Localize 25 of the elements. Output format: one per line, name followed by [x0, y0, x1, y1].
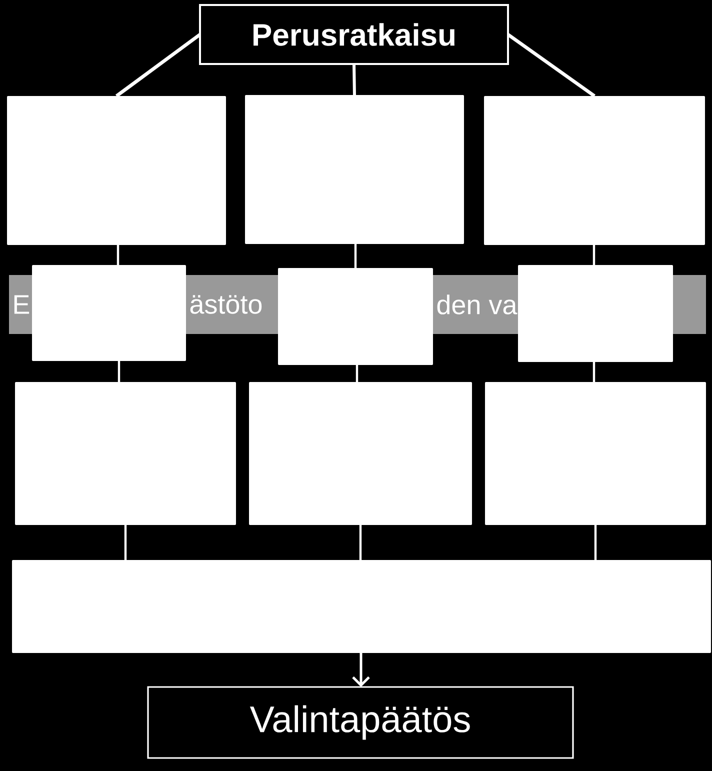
blank-box [12, 560, 711, 653]
heading-box: Perusratkaisu [199, 4, 509, 65]
connector-line [116, 245, 120, 265]
connector-line [594, 525, 597, 560]
blank-box [245, 95, 464, 244]
connector-line [115, 33, 202, 98]
connector-line [124, 525, 127, 560]
blank-box [7, 96, 226, 245]
connector-line [359, 525, 362, 560]
blank-box [518, 265, 673, 362]
connector-line [354, 244, 357, 268]
blank-box [485, 382, 706, 525]
arrow [352, 653, 370, 687]
blank-box [15, 382, 236, 525]
blank-box [484, 96, 705, 245]
blank-box [278, 268, 433, 365]
connector-line [118, 361, 120, 382]
connector-line [506, 33, 596, 98]
connector-line [592, 362, 596, 382]
connector-line [352, 64, 356, 96]
result-box: Valintapäätös [147, 686, 574, 759]
blank-box [32, 265, 186, 361]
blank-box [249, 382, 472, 525]
connector-line [356, 365, 358, 382]
connector-line [592, 245, 596, 265]
